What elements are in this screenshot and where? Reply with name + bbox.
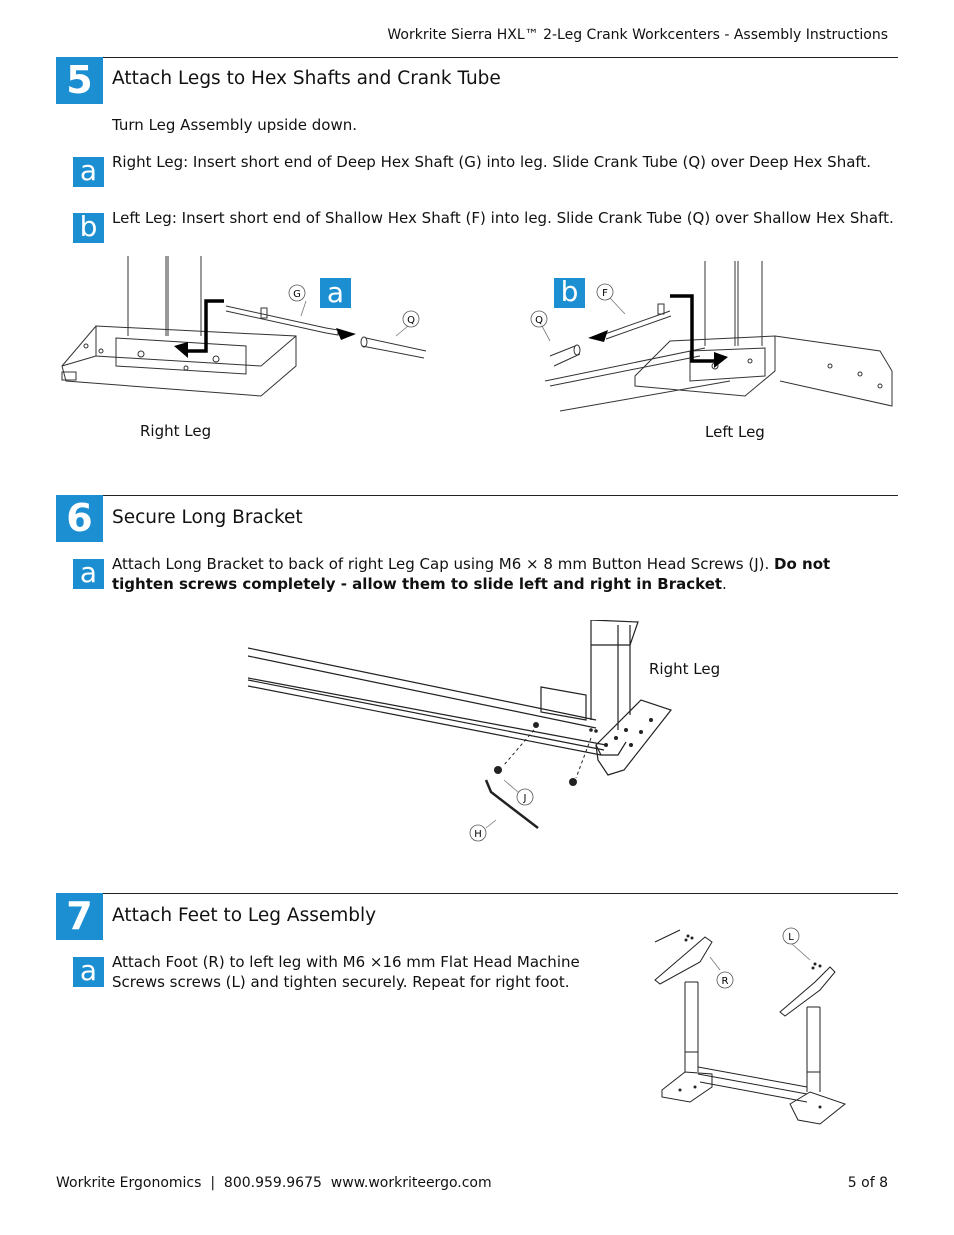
step-5a-badge: a bbox=[73, 157, 104, 187]
step-7-number: 7 bbox=[56, 893, 103, 940]
step-7a-text: Attach Foot (R) to left leg with M6 ×16 … bbox=[112, 953, 580, 991]
right-leg-hex-shaft-figure: G Q a bbox=[61, 256, 427, 397]
caption-left-leg: Left Leg bbox=[705, 423, 765, 441]
step-6-title: Secure Long Bracket bbox=[112, 507, 303, 528]
page-number: 5 of 8 bbox=[847, 1175, 888, 1191]
step-7-rule bbox=[56, 893, 898, 894]
document-header: Workrite Sierra HXL™ 2-Leg Crank Workcen… bbox=[387, 27, 888, 43]
callout-f: F bbox=[602, 288, 608, 299]
caption-right-leg-step6: Right Leg bbox=[649, 660, 721, 678]
step-6-rule bbox=[56, 495, 898, 496]
long-bracket-figure: J H bbox=[247, 620, 672, 842]
step-5a-text: Right Leg: Insert short end of Deep Hex … bbox=[112, 153, 872, 171]
caption-right-leg: Right Leg bbox=[140, 422, 212, 440]
callout-r: R bbox=[722, 976, 729, 987]
step-5b-text: Left Leg: Insert short end of Shallow He… bbox=[112, 209, 894, 227]
figure-badge-b: b bbox=[561, 275, 579, 308]
step-6a-badge: a bbox=[73, 559, 104, 589]
callout-q-left: Q bbox=[407, 315, 415, 326]
callout-l: L bbox=[788, 932, 794, 943]
footer-contact: Workrite Ergonomics | 800.959.9675 www.w… bbox=[56, 1175, 492, 1191]
step-7a-badge: a bbox=[73, 957, 104, 987]
callout-q-right: Q bbox=[535, 315, 543, 326]
figure-badge-a: a bbox=[327, 276, 344, 309]
feet-leg-assembly-figure: R L bbox=[654, 927, 847, 1125]
step-5-title: Attach Legs to Hex Shafts and Crank Tube bbox=[112, 68, 501, 89]
step-7-title: Attach Feet to Leg Assembly bbox=[112, 905, 377, 926]
callout-g: G bbox=[293, 289, 301, 300]
step-6a-text: Attach Long Bracket to back of right Leg… bbox=[112, 555, 831, 593]
callout-h: H bbox=[474, 829, 482, 840]
step-5-intro: Turn Leg Assembly upside down. bbox=[112, 116, 358, 134]
step-5b-badge: b bbox=[73, 213, 104, 243]
step-5-rule bbox=[56, 57, 898, 58]
step-6-number: 6 bbox=[56, 495, 103, 542]
left-leg-hex-shaft-figure: F Q b bbox=[530, 261, 893, 412]
step-5-number: 5 bbox=[56, 57, 103, 104]
callout-j: J bbox=[523, 793, 527, 804]
